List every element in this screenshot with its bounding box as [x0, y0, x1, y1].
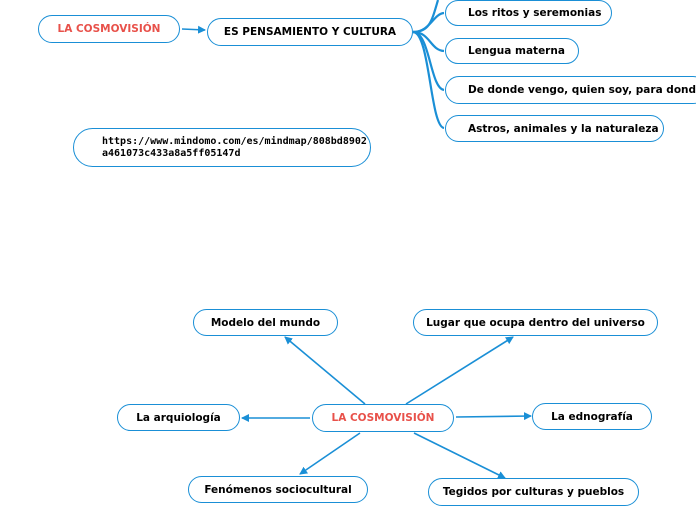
mindomo-link-topic[interactable]: https://www.mindomo.com/es/mindmap/808bd… — [73, 128, 371, 167]
connector-central-to-ritos — [412, 11, 445, 34]
topic-lugar-universo[interactable]: Lugar que ocupa dentro del universo — [413, 309, 658, 336]
connector-root-to-central — [181, 25, 206, 34]
connector-center-to-fenomenos — [299, 432, 361, 475]
connector-center-to-modelo — [284, 336, 366, 405]
central-topic-pensamiento[interactable]: ES PENSAMIENTO Y CULTURA — [207, 18, 413, 46]
topic-ritos[interactable]: Los ritos y seremonias — [445, 0, 612, 26]
connector-center-to-tegidos — [413, 432, 506, 479]
topic-modelo-del-mundo[interactable]: Modelo del mundo — [193, 309, 338, 336]
connector-center-to-ednografia — [455, 412, 532, 421]
connector-center-to-lugar — [405, 336, 514, 405]
topic-arquiologia[interactable]: La arquiología — [117, 404, 240, 431]
topic-astros[interactable]: Astros, animales y la naturaleza — [445, 115, 664, 142]
center-topic-cosmovision[interactable]: LA COSMOVISIÓN — [312, 404, 454, 432]
connector-central-to-astros — [412, 30, 445, 130]
root-topic-cosmovision[interactable]: LA COSMOVISIÓN — [38, 15, 180, 43]
topic-tegidos[interactable]: Tegidos por culturas y pueblos — [428, 478, 639, 506]
topic-donde-vengo[interactable]: De donde vengo, quien soy, para donde vo… — [445, 76, 696, 104]
topic-lengua-materna[interactable]: Lengua materna — [445, 38, 579, 64]
topic-fenomenos[interactable]: Fenómenos sociocultural — [188, 476, 368, 503]
topic-ednografia[interactable]: La ednografía — [532, 403, 652, 430]
